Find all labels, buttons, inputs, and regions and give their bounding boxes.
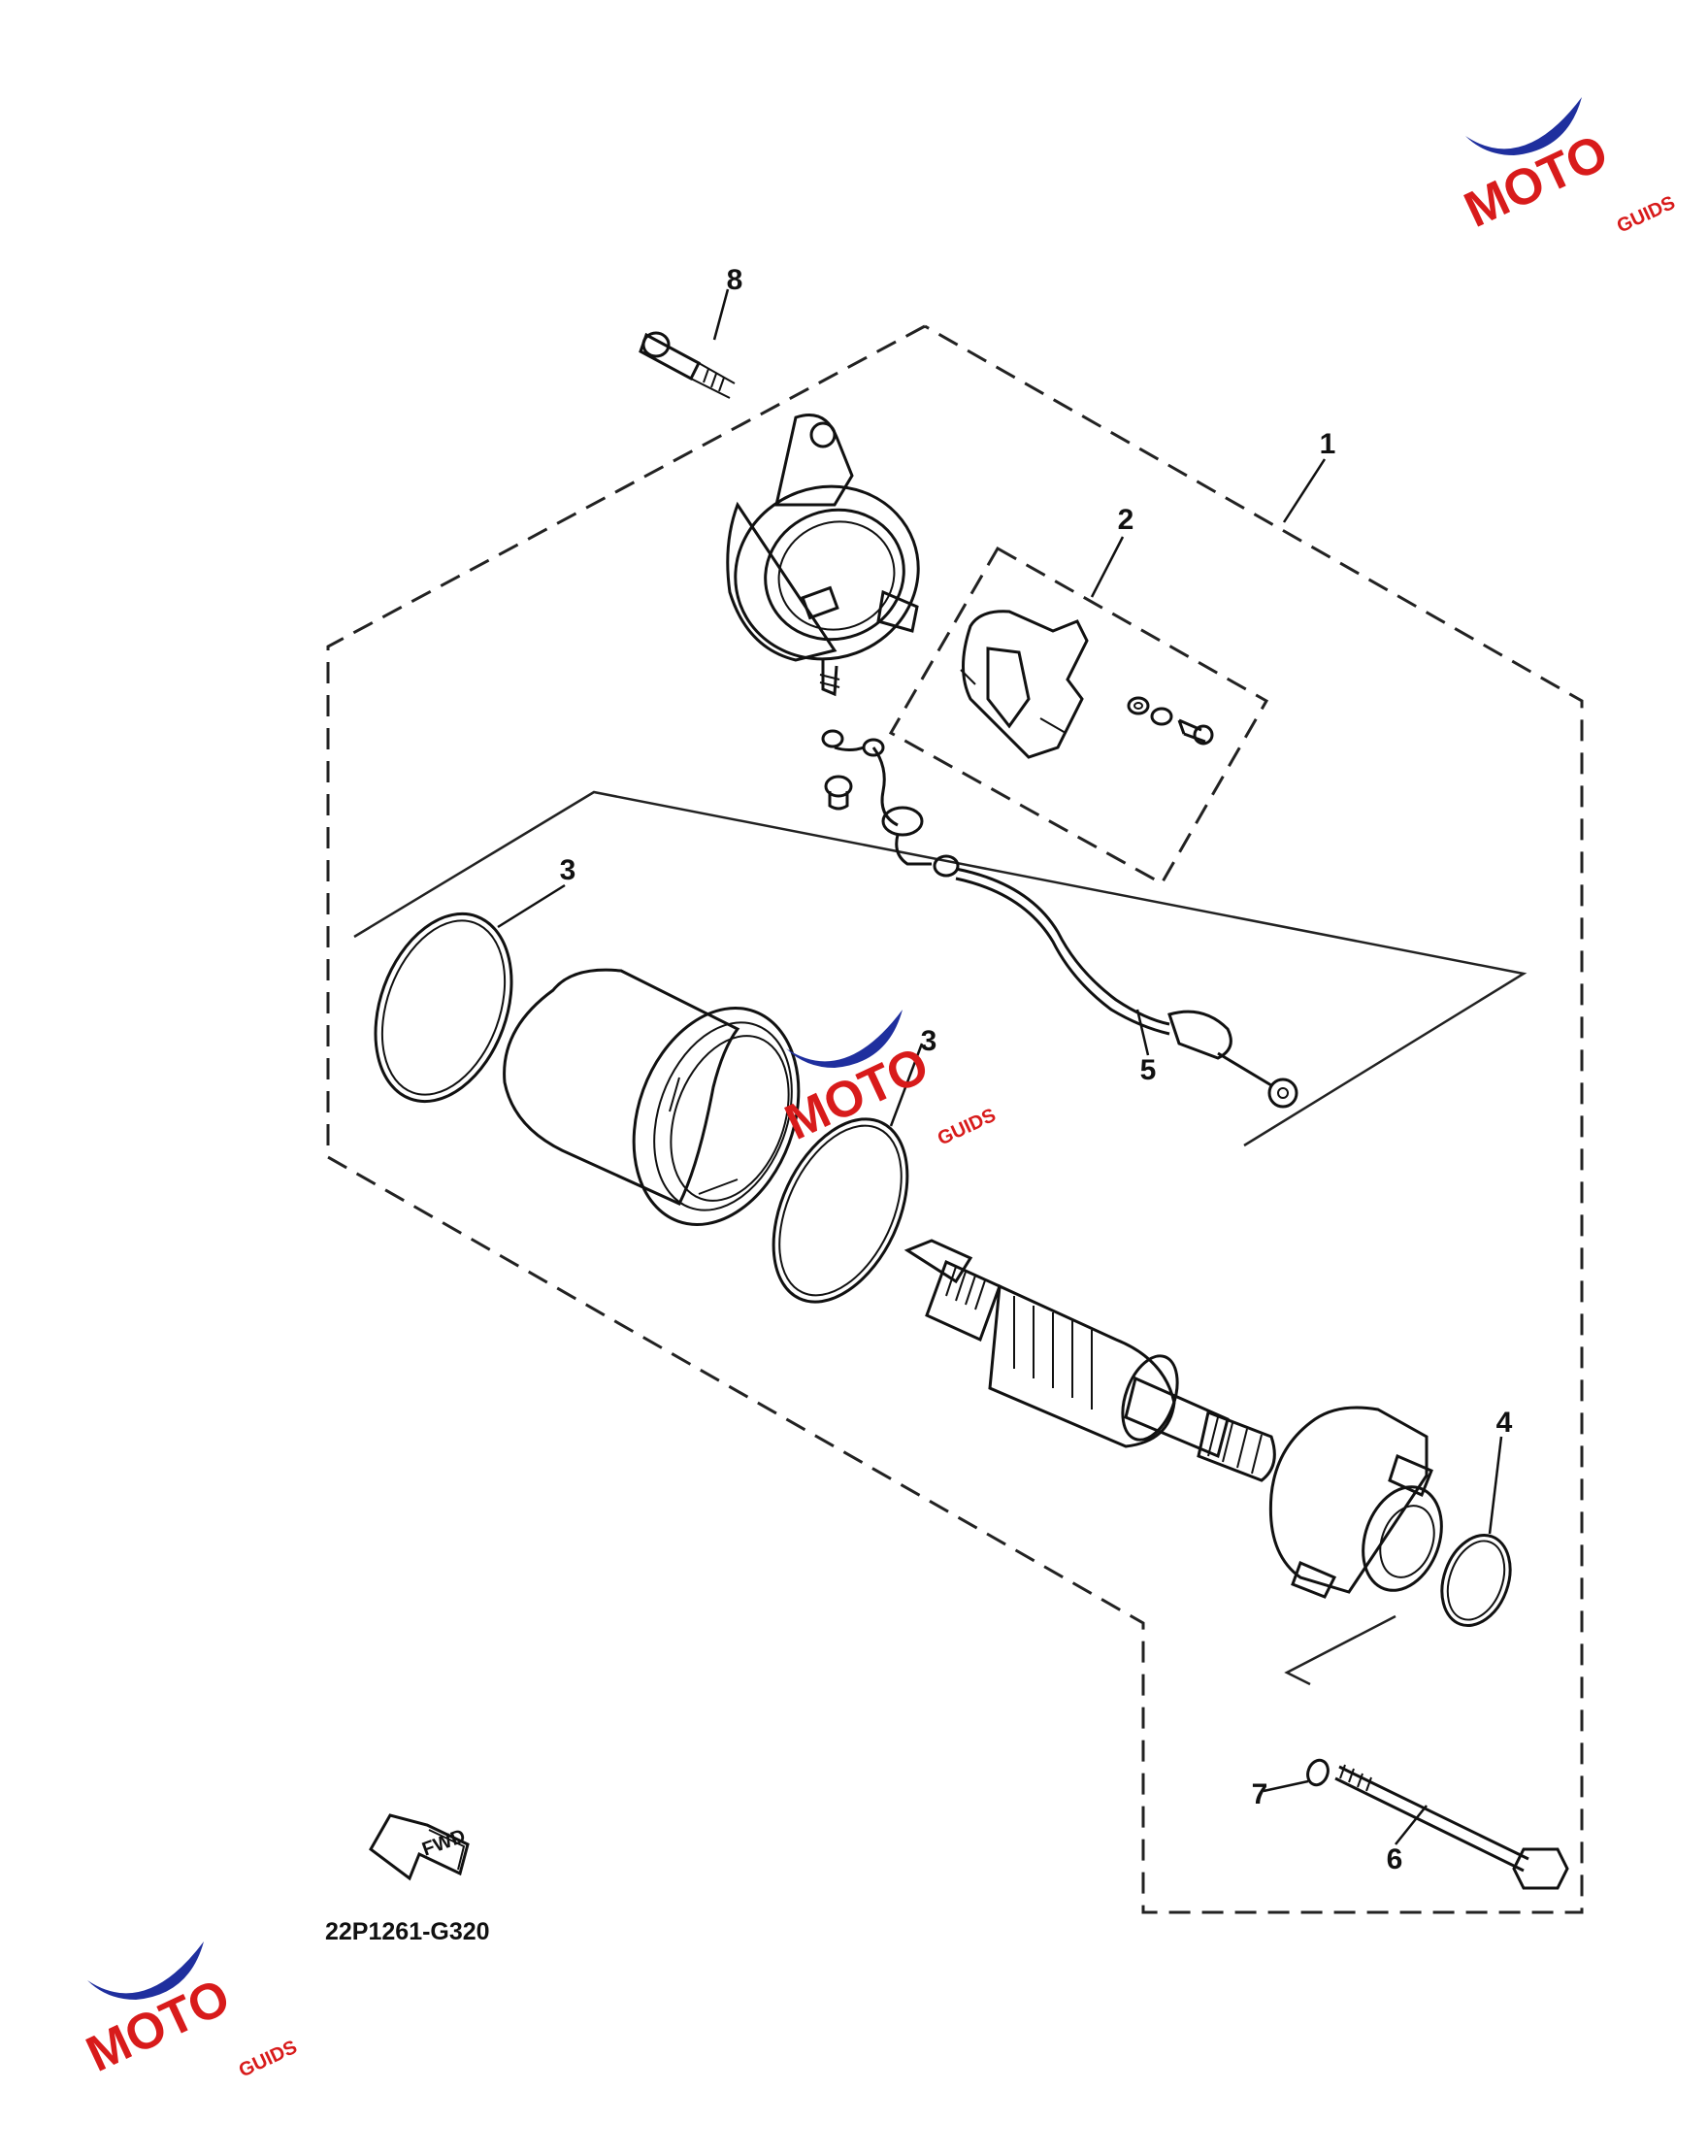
leader-3-right: [889, 1043, 924, 1127]
leader-7: [1263, 1779, 1309, 1793]
callout-1: 1: [1320, 428, 1336, 460]
callout-4: 4: [1496, 1407, 1513, 1439]
callout-5: 5: [1140, 1054, 1157, 1086]
leader-1: [1282, 458, 1327, 523]
brush-holder-2: [960, 610, 1214, 759]
bolt-8: [639, 331, 736, 399]
watermark-brand-sub: GUIDS: [236, 2037, 301, 2082]
leader-6: [1395, 1805, 1428, 1845]
yoke-housing: [503, 968, 801, 1226]
fwd-arrow-icon: [369, 1813, 470, 1881]
rear-cover: [726, 414, 920, 697]
callout-3-left: 3: [560, 854, 576, 886]
swoosh-icon: [786, 1010, 903, 1068]
o-ring-4-inner: [1446, 1540, 1506, 1621]
swoosh-icon: [1465, 97, 1582, 155]
watermark-logo-top-right: MOTO GUIDS: [1457, 97, 1679, 239]
watermark-logo-center: MOTO GUIDS: [777, 1010, 1000, 1151]
callout-3-right: 3: [921, 1025, 937, 1057]
brush-holder-boundary-dashed: [888, 546, 1269, 886]
o-ring-3-left-inner: [380, 919, 507, 1096]
callout-6: 6: [1387, 1843, 1403, 1875]
o-ring-3-right: [772, 1117, 909, 1304]
watermark-brand-sub: GUIDS: [1614, 192, 1679, 238]
callout-2: 2: [1118, 504, 1134, 536]
front-cover-grouping-line: [1284, 1614, 1396, 1686]
leader-8: [712, 288, 730, 341]
o-ring-3-left: [374, 912, 513, 1104]
assembly-boundary-dashed: [326, 324, 1584, 1914]
leader-2: [1090, 536, 1125, 598]
part-number-code: 22P1261-G320: [325, 1918, 490, 1945]
long-bolt-6: [1334, 1764, 1569, 1890]
yoke-grouping-line: [353, 790, 1527, 1147]
leader-5: [1135, 1009, 1150, 1056]
callout-8: 8: [727, 264, 743, 296]
o-ring-3-right-inner: [778, 1124, 903, 1297]
o-ring-7: [1306, 1758, 1330, 1787]
swoosh-icon: [87, 1941, 204, 2000]
armature: [903, 1239, 1276, 1482]
leader-3-left: [497, 883, 566, 929]
watermark-brand-sub: GUIDS: [935, 1105, 1000, 1150]
watermark-logo-bottom-left: MOTO GUIDS: [79, 1941, 301, 2083]
leader-4: [1488, 1436, 1503, 1535]
o-ring-4: [1440, 1534, 1512, 1627]
front-cover: [1268, 1406, 1443, 1599]
lead-wire-5: [821, 729, 1298, 1109]
callout-7: 7: [1252, 1778, 1268, 1810]
